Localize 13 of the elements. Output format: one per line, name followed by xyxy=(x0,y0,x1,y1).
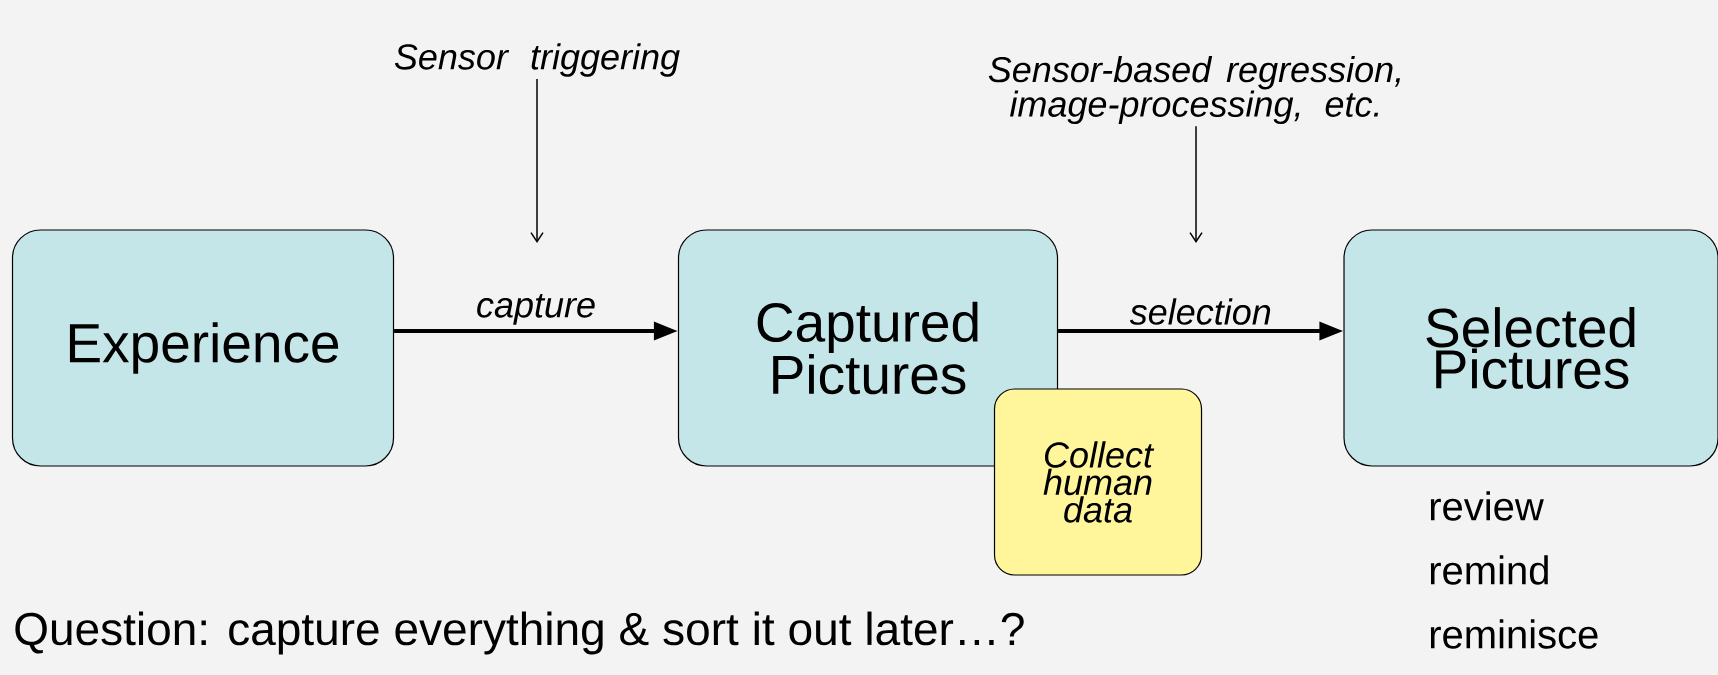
arrow xyxy=(1189,125,1203,243)
caption-text: review xyxy=(1430,491,1544,521)
question-text: Question: capture everything & sort it out later…? xyxy=(15,611,1024,655)
process-box: Selected Pictures xyxy=(1343,229,1718,467)
arrow xyxy=(530,78,544,243)
process-box: Experience xyxy=(11,229,395,467)
caption-text: reminisce xyxy=(1430,619,1598,649)
caption-text: remind xyxy=(1430,555,1548,585)
annotation-text: Sensor-based regression, image-processing, etc. xyxy=(988,55,1400,125)
note-box: Collect human data xyxy=(993,388,1203,576)
edge-label: capture xyxy=(473,292,599,327)
edge-label: selection xyxy=(1127,296,1274,327)
annotation-text: Sensor triggering xyxy=(394,43,680,77)
